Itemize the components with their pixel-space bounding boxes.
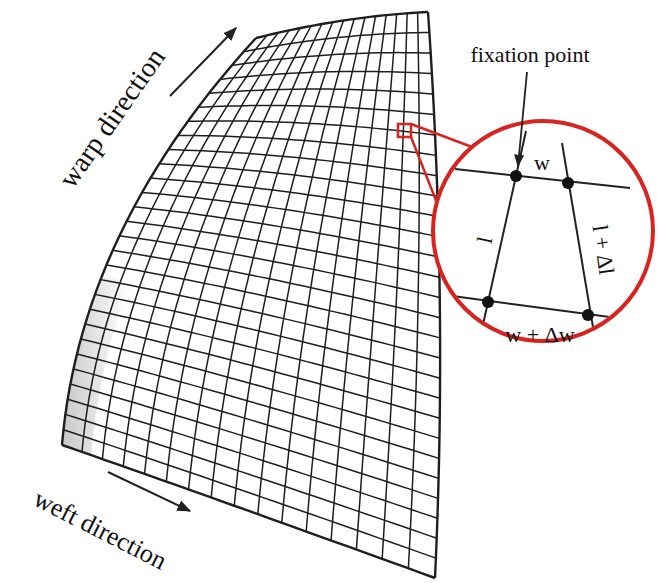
weft-yarn (150, 178, 438, 216)
zoom-line (411, 137, 437, 203)
warp-yarn (306, 16, 375, 531)
yarn (445, 295, 640, 321)
warp-yarn (123, 30, 289, 466)
warp-yarn (356, 14, 396, 549)
weft-yarn (62, 445, 435, 578)
weft-yarn (209, 89, 433, 94)
warp-arrow (170, 28, 236, 96)
axis-label: weft direction (29, 485, 170, 574)
weft-arrow (108, 472, 190, 511)
magnified-cell (445, 131, 640, 345)
warp-yarn (282, 18, 365, 523)
weft-yarn (198, 106, 434, 115)
weft-yarn (159, 164, 437, 196)
warp-yarn (189, 24, 322, 489)
pointer-arrow (518, 72, 527, 166)
weft-yarn (65, 414, 436, 538)
fixation-dot (582, 309, 594, 321)
fixation-dot (510, 170, 522, 182)
dimension-label: w (534, 152, 550, 174)
weft-yarn (68, 399, 438, 518)
weft-yarn (168, 150, 436, 176)
warp-yarn (331, 15, 386, 540)
axis-label: warp direction (54, 43, 170, 192)
dimension-label: w + Δw (505, 324, 574, 346)
warp-yarn (234, 21, 343, 506)
magnifier-circle (433, 121, 653, 341)
warp-yarn (428, 12, 440, 578)
weft-yarn (142, 192, 439, 236)
zoom-box (398, 124, 411, 137)
warp-yarn (211, 22, 333, 497)
warp-yarn (382, 13, 407, 559)
fixation-dot (562, 177, 574, 189)
callout-label: fixation point (470, 44, 589, 66)
warp-yarn (408, 13, 419, 569)
zoom-line (411, 124, 472, 147)
fixation-dot (482, 296, 494, 308)
dimension-label: l + Δl (589, 224, 618, 276)
